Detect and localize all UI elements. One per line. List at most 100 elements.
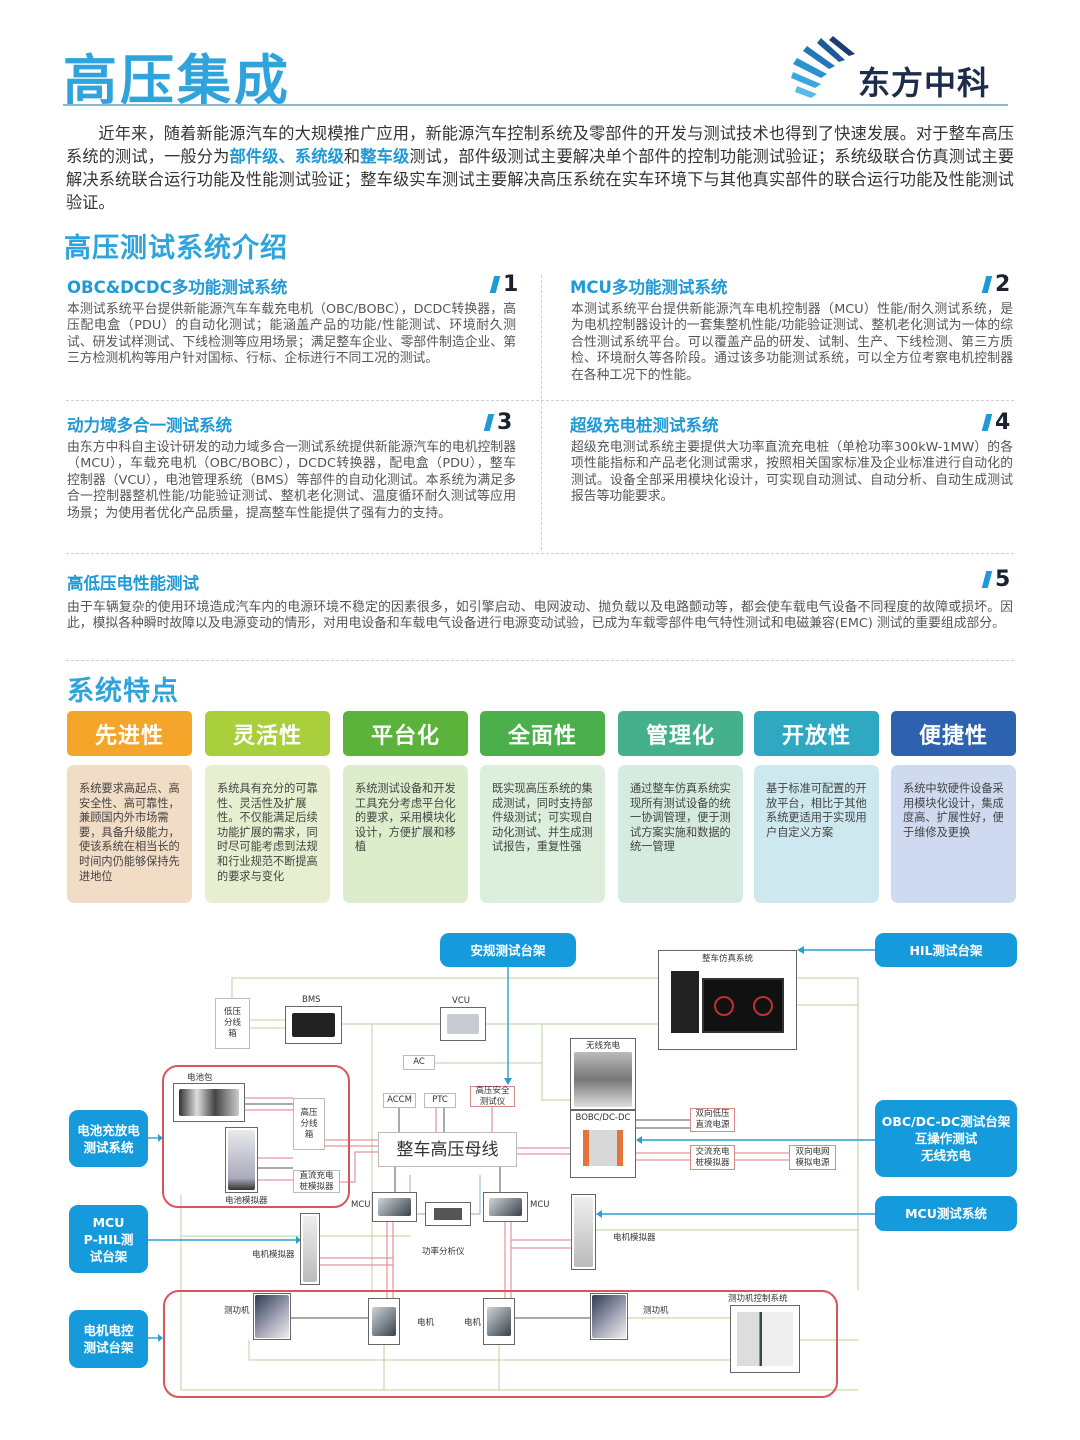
feature-description: 基于标准可配置的开放平台，相比于其他系统更适用于实现用户自定义方案 — [754, 765, 879, 903]
ac-pile-simulator-node: 交流充电桩模拟器 — [690, 1145, 735, 1170]
divider — [66, 553, 1014, 554]
dyno-control-node — [730, 1305, 800, 1373]
vehicle-sim-node: 整车仿真系统 — [658, 950, 797, 1050]
monitor-icon — [702, 978, 784, 1033]
system-number: 3 — [483, 410, 512, 435]
motor-node — [483, 1298, 515, 1345]
motor-image — [487, 1307, 511, 1336]
brand-name: 东方中科 — [858, 64, 991, 102]
system-number: 5 — [981, 567, 1010, 592]
dyno-control-label: 测功机控制系统 — [728, 1294, 788, 1304]
system-number: 4 — [981, 410, 1010, 435]
bobc-dcdc-node: BOBC/DC-DC — [570, 1110, 636, 1178]
mcu-node — [483, 1192, 528, 1222]
hv-bus-node: 整车高压母线 — [378, 1132, 517, 1167]
wireless-charging-image — [574, 1052, 632, 1107]
test-rig-arrows — [148, 949, 875, 1339]
feature-title: 先进性 — [67, 711, 192, 756]
power-lines — [245, 1103, 690, 1319]
battery-pack-label: 电池包 — [187, 1073, 213, 1083]
pc-tower-icon — [671, 971, 699, 1033]
vcu-image — [447, 1014, 479, 1034]
system-title: 超级充电桩测试系统 — [570, 416, 719, 435]
battery-group-frame — [162, 1065, 350, 1208]
battery-pack-node — [173, 1083, 245, 1122]
power-analyzer-node — [425, 1202, 471, 1226]
system-title: 高低压电性能测试 — [67, 574, 199, 593]
intro-highlight: 部件级、系统级 — [229, 147, 344, 166]
ptc-node: PTC — [424, 1093, 456, 1108]
mcu-image — [378, 1198, 411, 1216]
feature-description: 系统测试设备和开发工具充分考虑平台化的要求，采用模块化设计，方便扩展和移植 — [343, 765, 468, 903]
battery-test-system-button[interactable]: 电池充放电测试系统 — [69, 1110, 148, 1167]
safety-test-rig-button[interactable]: 安规测试台架 — [440, 933, 576, 967]
mcu-image — [489, 1198, 522, 1216]
section-heading-features: 系统特点 — [67, 676, 179, 707]
battery-simulator-image — [228, 1130, 255, 1190]
system-description: 本测试系统平台提供新能源汽车车载充电机（OBC/BOBC），DCDC转换器，高压… — [67, 302, 516, 367]
motor-simulator-label: 电机模拟器 — [613, 1233, 656, 1243]
bobc-image — [583, 1130, 623, 1166]
power-analyzer-image — [434, 1208, 462, 1220]
intro-text: 近年来，随着新能源汽车的大规模推广应用，新能源汽车控制系统及零部件的开发与测试技… — [66, 124, 1014, 166]
motor-simulator-node — [300, 1213, 320, 1285]
mcu-label: MCU — [351, 1200, 371, 1210]
grid-simulator-node: 双向电网模拟电源 — [789, 1145, 836, 1170]
motor-simulator-image — [574, 1197, 593, 1267]
bms-node — [285, 1006, 342, 1044]
mcu-test-system-button[interactable]: MCU测试系统 — [875, 1196, 1017, 1231]
intro-text: 和 — [343, 147, 361, 166]
hv-safety-tester-node: 高压安全测试仪 — [470, 1086, 515, 1107]
feature-title: 管理化 — [618, 711, 743, 756]
battery-simulator-node — [225, 1127, 258, 1193]
high-voltage-lines — [245, 1097, 789, 1298]
hil-test-rig-button[interactable]: HIL测试台架 — [875, 933, 1017, 967]
motor-image — [372, 1307, 396, 1336]
vcu-node — [440, 1007, 486, 1041]
dyno-image — [255, 1295, 289, 1338]
divider — [66, 660, 1014, 661]
dyno-label: 测功机 — [224, 1306, 250, 1316]
motor-label: 电机 — [417, 1318, 435, 1328]
motor-control-rig-button[interactable]: 电机电控测试台架 — [69, 1310, 148, 1368]
bms-label: BMS — [302, 995, 321, 1005]
wireless-charging-node: 无线充电 — [570, 1038, 636, 1110]
system-description: 超级充电测试系统主要提供大功率直流充电桩（单枪功率300kW-1MW）的各项性能… — [571, 440, 1013, 505]
dyno-image — [592, 1295, 626, 1338]
system-title: MCU多功能测试系统 — [570, 278, 728, 297]
ac-node: AC — [403, 1055, 435, 1070]
intro-highlight: 整车级 — [360, 147, 410, 166]
system-description: 由东方中科自主设计研发的动力域多合一测试系统提供新能源汽车的电机控制器（MCU）… — [67, 440, 516, 521]
battery-simulator-label: 电池模拟器 — [225, 1196, 268, 1206]
dyno-control-image — [737, 1312, 793, 1366]
feature-description: 系统中软硬件设备采用模块化设计，集成度高、扩展性好，便于维修及更换 — [891, 765, 1016, 903]
system-title: OBC&DCDC多功能测试系统 — [67, 278, 288, 297]
obc-test-rig-button[interactable]: OBC/DC-DC测试台架互操作测试无线充电 — [875, 1100, 1017, 1177]
feature-description: 系统具有充分的可靠性、灵活性及扩展性。不仅能满足后续功能扩展的需求，同时尽可能考… — [205, 765, 330, 903]
feature-title: 便捷性 — [891, 711, 1016, 756]
intro-text: 测试，部件级测试主要解决单个部件的控制功能测试验证；系统级联合仿真测试主要解决系… — [66, 147, 1015, 212]
motor-simulator-node — [571, 1194, 596, 1270]
dyno-node — [253, 1293, 291, 1340]
feature-title: 平台化 — [343, 711, 468, 756]
system-description: 本测试系统平台提供新能源汽车电机控制器（MCU）性能/耐久测试系统，是为电机控制… — [571, 302, 1013, 383]
lv-distribution-box: 低压分线箱 — [215, 998, 250, 1049]
dyno-node — [590, 1293, 628, 1340]
feature-title: 灵活性 — [205, 711, 330, 756]
system-description: 由于车辆复杂的使用环境造成汽车内的电源环境不稳定的因素很多，如引擎启动、电网波动… — [67, 600, 1013, 632]
bi-lv-dc-supply-node: 双向低压直流电源 — [690, 1108, 735, 1132]
dyno-label: 测功机 — [643, 1306, 669, 1316]
motor-label: 电机 — [464, 1318, 482, 1328]
power-analyzer-label: 功率分析仪 — [422, 1247, 465, 1257]
divider — [66, 400, 1014, 401]
motor-node — [368, 1298, 400, 1345]
bms-image — [292, 1013, 335, 1037]
header-divider — [63, 104, 1008, 106]
hv-distribution-box: 高压分线箱 — [293, 1098, 325, 1150]
feature-description: 通过整车仿真系统实现所有测试设备的统一协调管理，便于测试方案实施和数据的统一管理 — [618, 765, 743, 903]
feature-description: 系统要求高起点、高安全性、高可靠性，兼顾国内外市场需要，具备升级能力，使该系统在… — [67, 765, 192, 903]
page-title: 高压集成 — [63, 49, 291, 112]
brand-logo-icon — [791, 36, 855, 98]
